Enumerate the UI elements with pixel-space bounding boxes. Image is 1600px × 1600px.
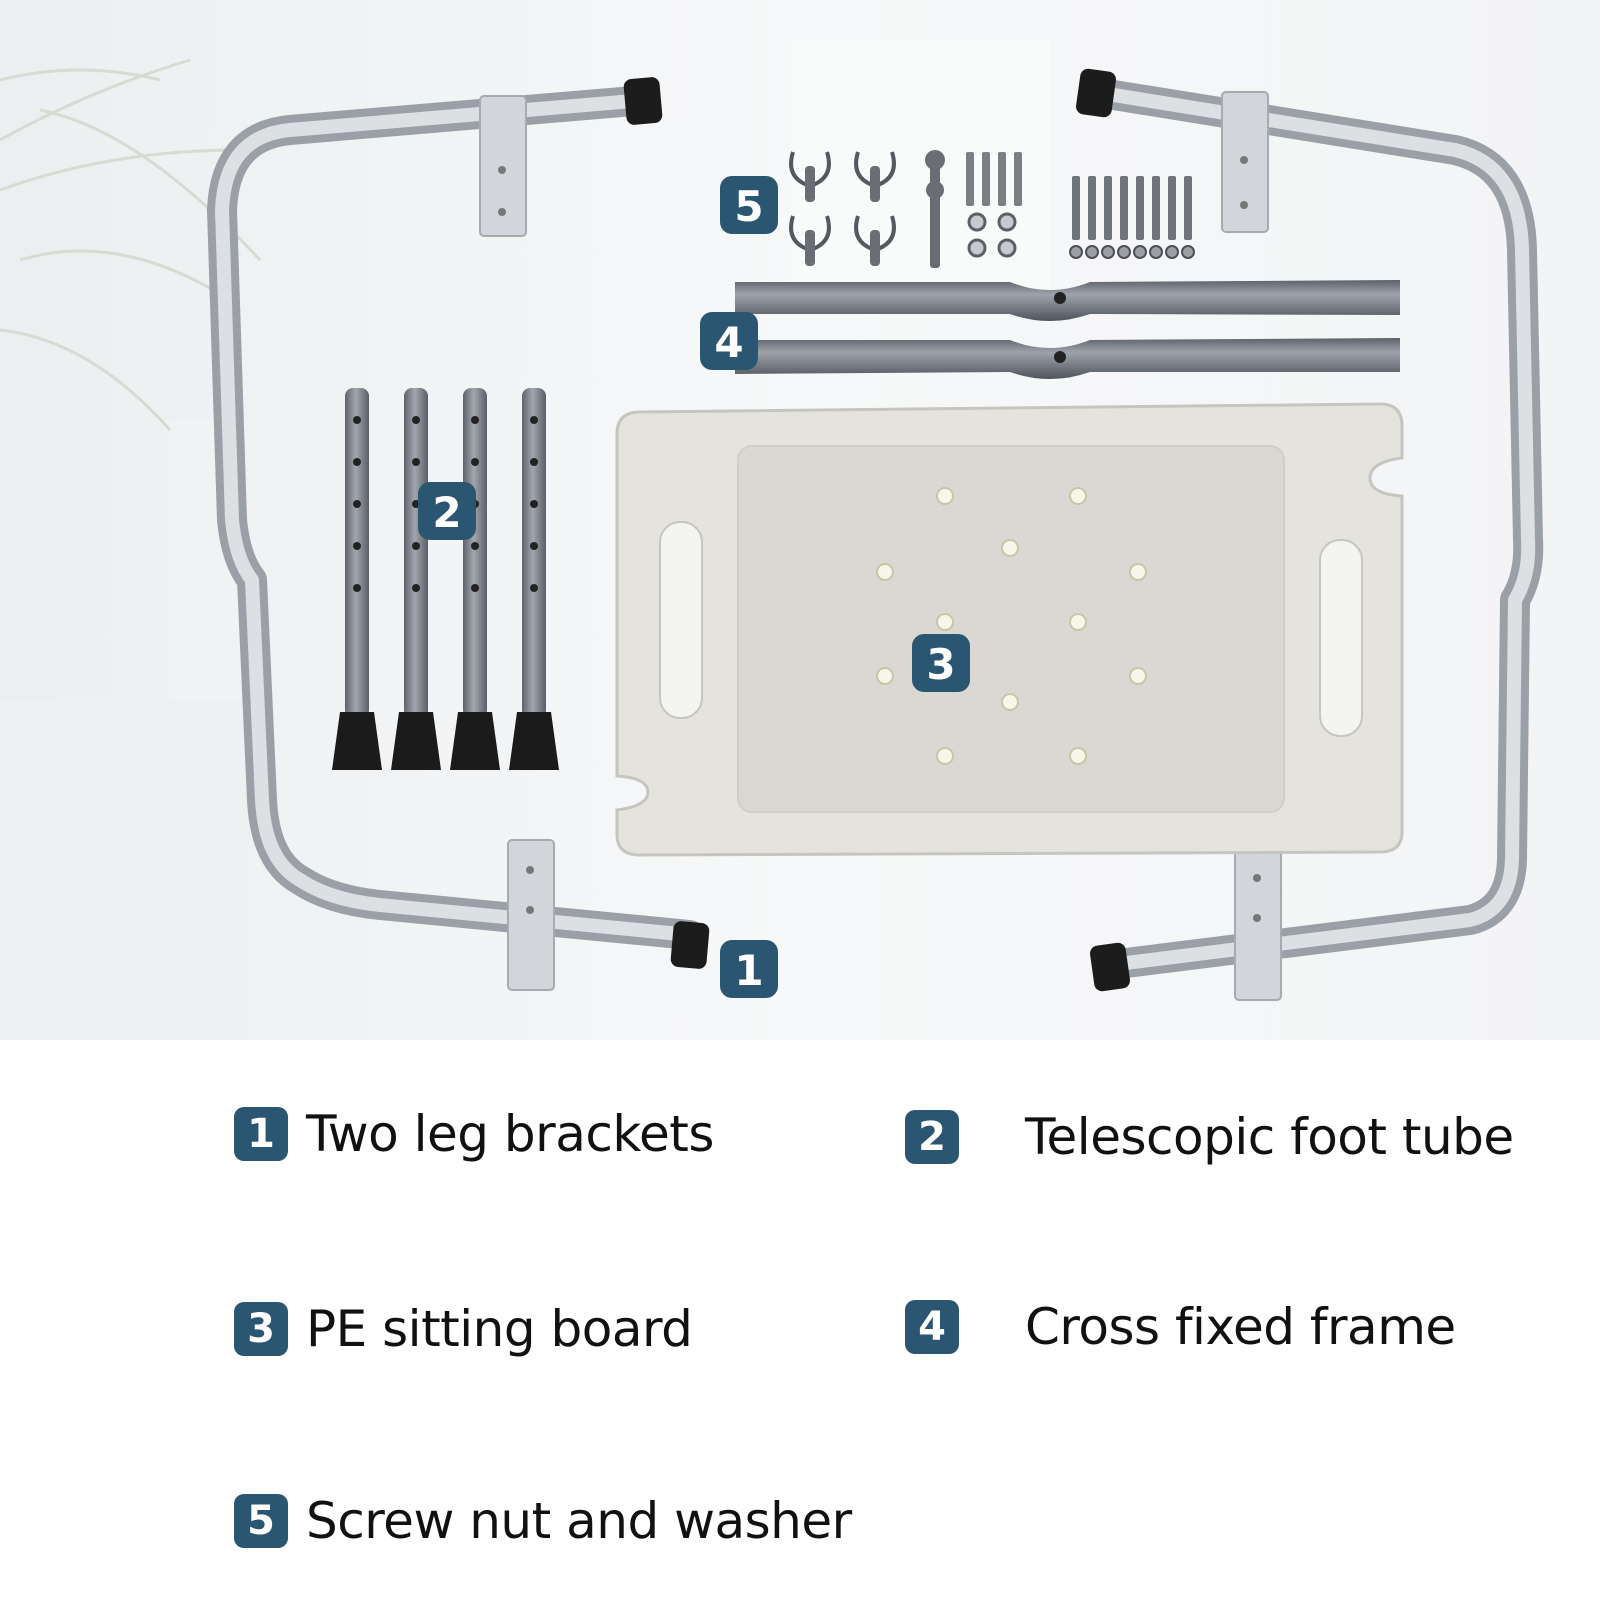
svg-text:4: 4 xyxy=(714,318,743,367)
legend-item-4: 4 Cross fixed frame xyxy=(905,1298,1456,1356)
legend-badge-5: 5 xyxy=(234,1494,288,1548)
svg-text:1: 1 xyxy=(734,946,763,995)
legend-badge-3: 3 xyxy=(234,1302,288,1356)
legend-label-4: Cross fixed frame xyxy=(1025,1298,1456,1356)
legend-badge-4: 4 xyxy=(905,1300,959,1354)
product-photo: 1 2 3 4 5 xyxy=(0,0,1600,1040)
legend-label-3: PE sitting board xyxy=(306,1300,693,1358)
callout-badge-2: 2 xyxy=(418,482,476,540)
callout-badge-1: 1 xyxy=(720,940,778,998)
callout-badge-3: 3 xyxy=(912,634,970,692)
pe-sitting-board xyxy=(615,402,1404,857)
legend-item-2: 2 Telescopic foot tube xyxy=(905,1108,1514,1166)
legend-badge-2: 2 xyxy=(905,1110,959,1164)
callout-badge-5: 5 xyxy=(720,176,778,234)
legend-badge-1: 1 xyxy=(234,1107,288,1161)
left-leg-bracket xyxy=(207,77,710,991)
svg-text:3: 3 xyxy=(926,640,955,689)
svg-text:5: 5 xyxy=(734,182,763,231)
callout-badge-4: 4 xyxy=(700,312,758,370)
legend-item-3: 3 PE sitting board xyxy=(234,1300,693,1358)
legend-item-1: 1 Two leg brackets xyxy=(234,1105,714,1163)
legend-label-2: Telescopic foot tube xyxy=(1025,1108,1514,1166)
legend-item-5: 5 Screw nut and washer xyxy=(234,1492,852,1550)
cross-fixed-frame xyxy=(735,280,1400,379)
right-leg-bracket xyxy=(1076,68,1544,1001)
telescopic-foot-tubes xyxy=(332,388,559,770)
legend-label-1: Two leg brackets xyxy=(306,1105,714,1163)
svg-text:2: 2 xyxy=(432,488,461,537)
hardware-set xyxy=(789,150,1195,268)
legend-label-5: Screw nut and washer xyxy=(306,1492,852,1550)
